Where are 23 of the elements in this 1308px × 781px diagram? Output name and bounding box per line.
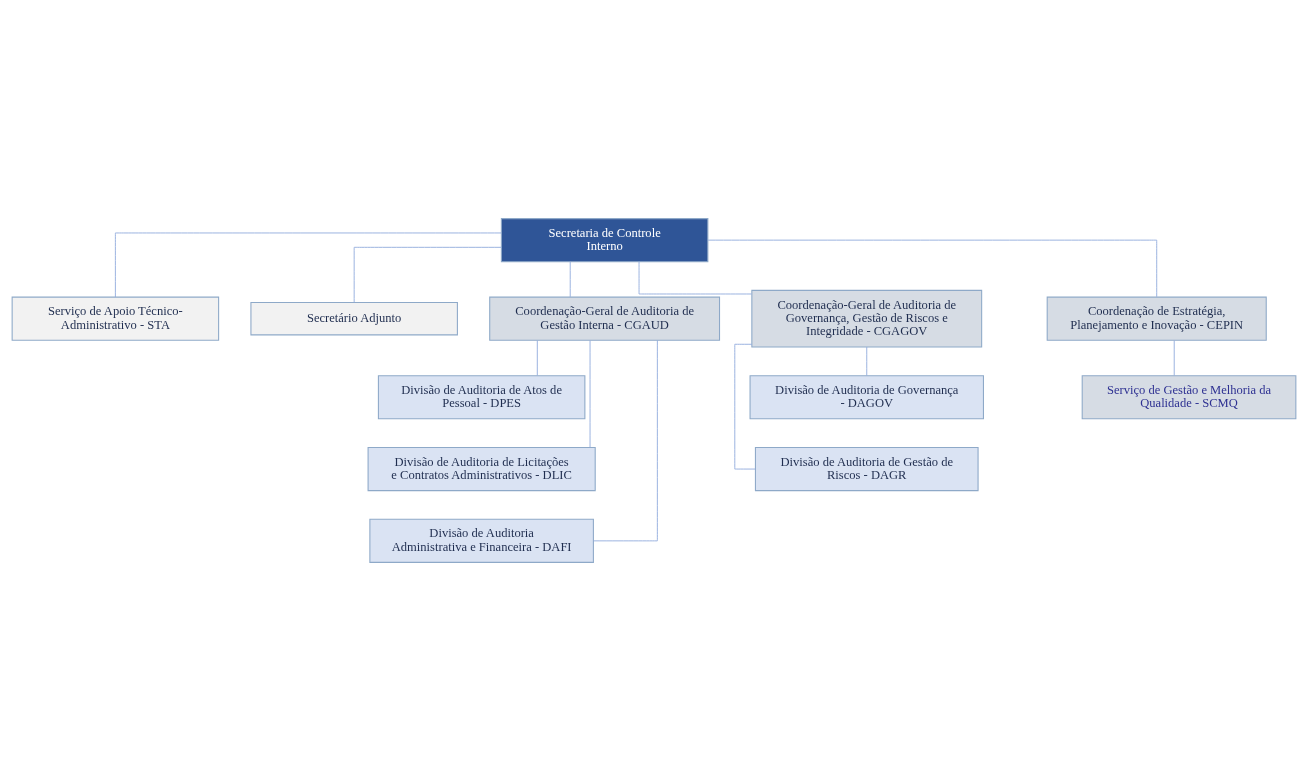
connector <box>114 232 502 298</box>
node-box: Coordenação-Geral de Auditoria de Gestão Interna - CGAUD <box>489 296 721 341</box>
node-box: Divisão de Auditoria de Governança - DAGOV <box>749 375 984 420</box>
connector <box>866 346 868 376</box>
node-box: Divisão de Auditoria Administrativa e Financeira - DAFI <box>369 518 594 563</box>
connector <box>1173 340 1175 376</box>
node-box: Serviço de Apoio Técnico-Administrativo - STA <box>11 296 220 341</box>
node-box: Coordenação-Geral de Auditoria de Governança, Gestão de Riscos e Integridade - CGAGOV <box>751 289 983 348</box>
node-box: Secretaria de Controle Interno <box>500 218 709 263</box>
connector <box>707 239 1158 298</box>
node-box: Serviço de Gestão e Melhoria da Qualidade - SCMQ <box>1081 375 1297 420</box>
node-box: Coordenação de Estratégia, Planejamento e Inovação - CEPIN <box>1046 296 1267 341</box>
connector <box>353 246 502 303</box>
node-box: Divisão de Auditoria de Licitações e Contratos Administrativos - DLIC <box>367 446 596 492</box>
connector <box>592 339 658 542</box>
node-box: Divisão de Auditoria de Atos de Pessoal - DPES <box>377 375 586 420</box>
connector <box>638 261 752 295</box>
connector <box>569 261 571 298</box>
node-box: Divisão de Auditoria de Gestão de Riscos - DAGR <box>754 446 979 492</box>
node-box: Secretário Adjunto <box>250 302 458 336</box>
connector <box>734 343 756 470</box>
connector <box>536 340 538 376</box>
connector <box>589 340 591 448</box>
